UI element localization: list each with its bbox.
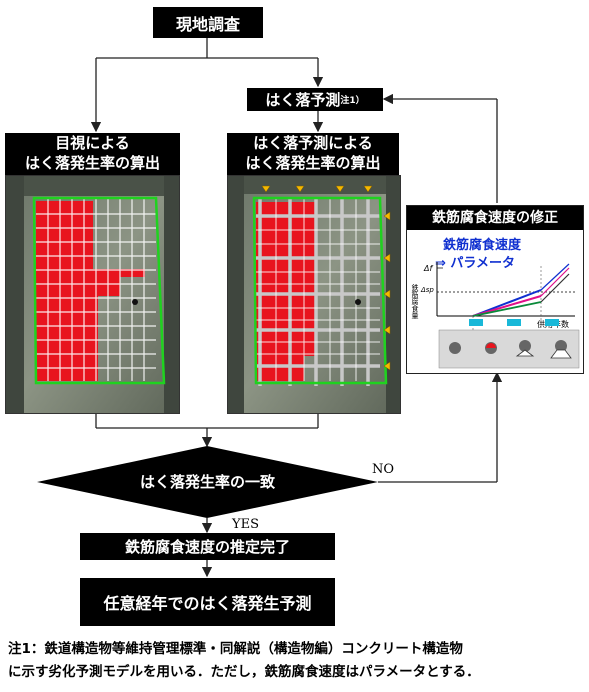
predict-panel-title: はく落予測による はく落発生率の算出 xyxy=(227,133,399,175)
predict-title-line1: はく落予測による xyxy=(253,134,373,152)
visual-inspection-photo xyxy=(5,175,180,414)
y-axis-label: 鉄筋腐食量 xyxy=(411,284,419,319)
rebar-markers xyxy=(261,185,391,371)
visual-area-border xyxy=(32,196,166,385)
y-tick-mid: Δsp xyxy=(421,286,434,294)
y-tick-top: Δf xyxy=(424,264,433,273)
series-magenta xyxy=(472,295,542,317)
prediction-box: はく落予測注1） xyxy=(247,88,383,111)
complete-box: 鉄筋腐食速度の推定完了 xyxy=(80,533,335,560)
survey-box: 現地調査 xyxy=(153,7,263,38)
correction-chart-sub: ⇒ パラメータ xyxy=(435,256,516,271)
note-line-2: に示す劣化予測モデルを用いる．ただし，鉄筋腐食速度はパラメータとする． xyxy=(8,664,480,680)
prediction-label: はく落予測 xyxy=(265,91,341,109)
correction-title: 鉄筋腐食速度の修正 xyxy=(407,206,583,230)
rebar-grid xyxy=(256,198,380,386)
series-green xyxy=(472,301,542,317)
visual-title-line1: 目視による xyxy=(55,134,130,152)
yes-label: YES xyxy=(232,517,259,532)
final-box: 任意経年でのはく落発生予測 xyxy=(80,578,335,626)
no-label: NO xyxy=(372,462,395,477)
prediction-note-ref: 注1） xyxy=(340,96,365,106)
corrosion-chart xyxy=(436,262,580,369)
predict-area-border xyxy=(252,196,388,385)
visual-panel-title: 目視による はく落発生率の算出 xyxy=(5,133,180,175)
visual-grid xyxy=(36,198,156,381)
complete-label: 鉄筋腐食速度の推定完了 xyxy=(124,538,290,556)
visual-title-line2: はく落発生率の算出 xyxy=(24,154,160,172)
note-line-1: 注1：鉄道構造物等維持管理標準・同解説（構造物編）コンクリート構造物 xyxy=(8,641,463,657)
decision-label: はく落発生率の一致 xyxy=(139,473,275,491)
survey-label: 現地調査 xyxy=(175,14,240,34)
prediction-photo xyxy=(227,175,401,414)
correction-chart-title: 鉄筋腐食速度 xyxy=(443,238,522,253)
final-label: 任意経年でのはく落発生予測 xyxy=(103,594,312,613)
predict-title-line2: はく落発生率の算出 xyxy=(245,154,381,172)
correction-panel: 鉄筋腐食速度の修正 鉄筋腐食速度 ⇒ パラメータ 鉄筋腐食量 Δf Δsp 供用… xyxy=(406,205,584,374)
